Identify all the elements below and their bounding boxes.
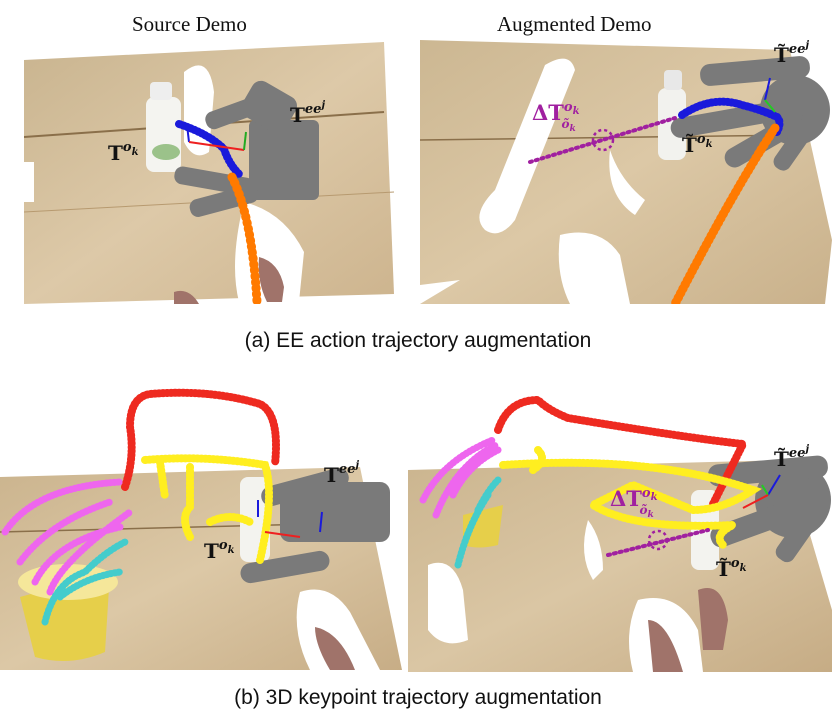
frame-axes	[257, 500, 323, 538]
ee-trajectory-blue	[175, 120, 243, 178]
frame-axes	[764, 77, 776, 113]
label-T-ee-j: Teej	[324, 460, 359, 487]
gripper	[240, 467, 390, 584]
frame-axes	[742, 474, 781, 509]
ee-trajectory-blue	[678, 97, 784, 136]
label-T-tilde-ee-j: T̃eej	[774, 40, 809, 67]
source-demo-title: Source Demo	[132, 12, 247, 36]
label-T-tilde-o-k: T̃ok	[716, 556, 747, 581]
caption-a: (a) EE action trajectory augmentation	[244, 329, 592, 352]
ee-trajectory-orange	[227, 172, 262, 304]
label-T-ee-j: Teej	[290, 100, 325, 127]
delta-T-arrow	[606, 528, 710, 557]
label-T-tilde-ee-j: T̃eej	[774, 444, 809, 471]
keypoint-trajectory-magenta	[419, 436, 502, 519]
caption-b: (b) 3D keypoint trajectory augmentation	[234, 686, 602, 709]
keypoint-trajectory-cyan	[41, 538, 129, 626]
augmented-demo-title: Augmented Demo	[497, 12, 652, 36]
label-T-tilde-o-k: T̃ok	[682, 132, 713, 157]
table-surface	[420, 40, 832, 304]
keypoint-trajectory-cyan	[454, 476, 502, 569]
frame-axes	[186, 124, 247, 151]
label-T-o-k: Tok	[108, 140, 139, 165]
bottle	[146, 82, 181, 172]
panel-a-source: Teej Tok	[24, 42, 395, 304]
keypoint-trajectory-yellow	[499, 446, 762, 549]
keypoint-trajectory-red	[121, 388, 280, 491]
keypoint-trajectory-magenta	[1, 478, 134, 596]
gripper	[708, 455, 831, 563]
delta-origin-marker	[591, 128, 615, 152]
delta-origin-marker	[647, 529, 669, 551]
label-T-o-k: Tok	[204, 538, 235, 563]
keypoint-trajectory-yellow	[141, 454, 273, 564]
keypoint-trajectory-red	[494, 395, 750, 508]
delta-T-arrow	[528, 116, 677, 164]
panel-b-source: Teej Tok	[0, 388, 402, 670]
ee-trajectory-orange	[670, 123, 780, 304]
